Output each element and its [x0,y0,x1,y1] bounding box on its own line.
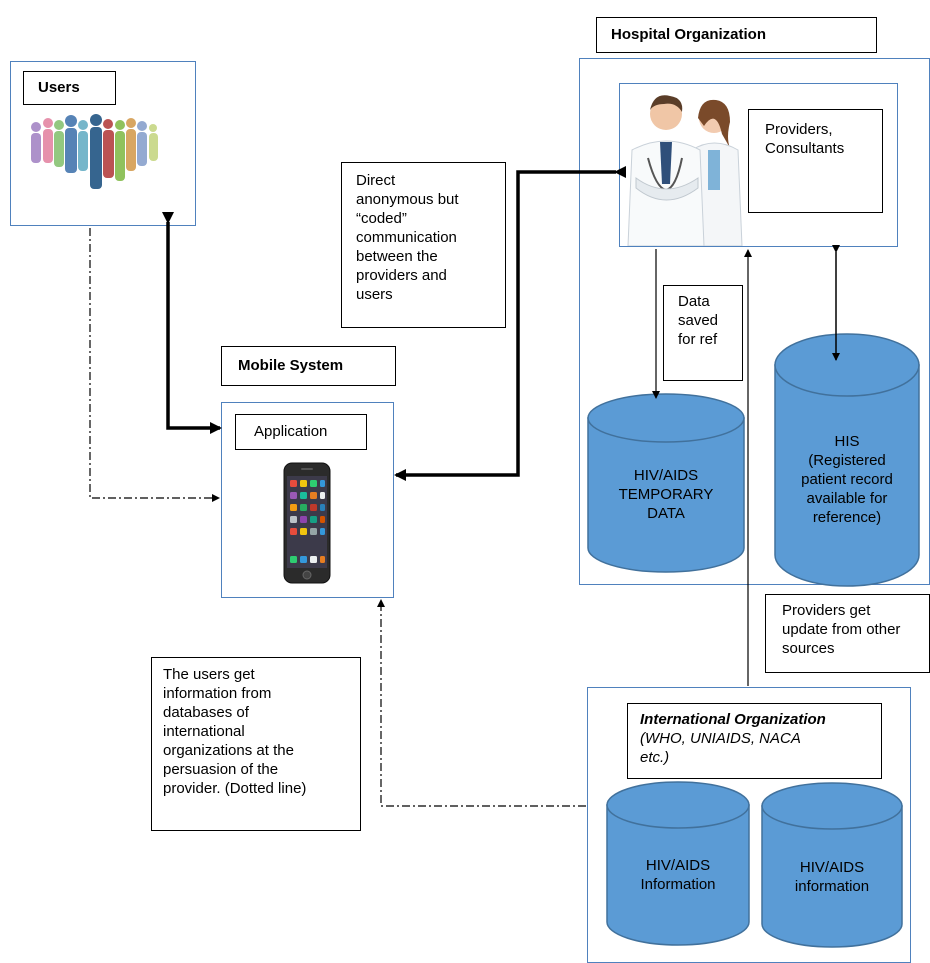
users-title: Users [23,71,116,105]
intl-mobile-dotted [377,599,586,807]
application-label: Application [235,414,367,450]
intl-db2-label: HIV/AIDS information [794,859,870,895]
hospital-title: Hospital Organization [596,17,877,53]
users-info-note: The users get information from databases… [151,657,361,831]
providers-label: Providers, Consultants [748,109,883,213]
mobile-system-title: Mobile System [221,346,396,386]
smartphone-icon [283,462,331,584]
crowd-of-people-icon [31,114,158,189]
users-mobile-dotted [89,228,220,502]
doctors-icon [627,95,743,246]
users-app-link [162,212,222,434]
intl-db1-label: HIV/AIDS Information [640,857,716,893]
international-org-title: International Organization [640,711,826,728]
his-label: HIS (Registered patient record available… [801,433,893,526]
providers-update-note: Providers get update from other sources [765,594,930,673]
direct-communication-note: Direct anonymous but “coded” communicati… [341,162,506,328]
temporary-data-label: HIV/AIDS TEMPORARY DATA [618,467,714,522]
international-org-subtitle: (WHO, UNIAIDS, NACA etc.) [640,730,801,766]
international-org-title-box: International Organization (WHO, UNIAIDS… [627,703,882,779]
data-saved-note: Data saved for ref [663,285,743,381]
